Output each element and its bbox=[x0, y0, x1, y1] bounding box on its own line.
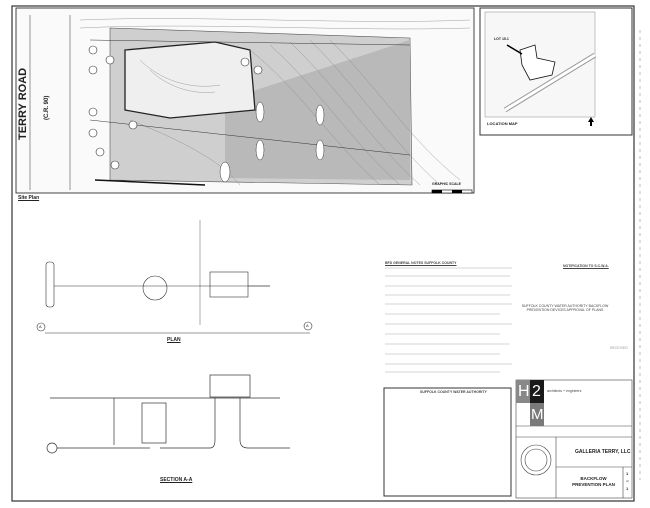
title-block-lines bbox=[515, 379, 633, 499]
logo-h: H bbox=[518, 383, 530, 400]
received-stamp: RECEIVED bbox=[610, 346, 628, 350]
plan-title: PLAN bbox=[167, 337, 181, 343]
drawing-title: BACKFLOW PREVENTION PLAN bbox=[572, 476, 615, 487]
location-map-drawing bbox=[479, 7, 633, 136]
graphic-scale-label: GRAPHIC SCALE bbox=[432, 182, 461, 186]
section-title: SECTION A-A bbox=[160, 477, 193, 483]
road-route: (C.R. 90) bbox=[44, 95, 50, 120]
section-drawing bbox=[46, 374, 290, 454]
logo-2: 2 bbox=[532, 383, 541, 400]
logo-m: M bbox=[531, 406, 544, 423]
section-marker-right: A bbox=[306, 323, 309, 328]
graphic-scale-bar bbox=[431, 189, 473, 194]
site-plan-drawing bbox=[15, 7, 475, 194]
client-name: GALLERIA TERRY, LLC bbox=[575, 449, 631, 455]
authority-box-title: SUFFOLK COUNTY WATER AUTHORITY bbox=[420, 390, 487, 394]
plan-drawing bbox=[36, 220, 313, 334]
lot-label: LOT 15.1 bbox=[494, 37, 509, 41]
authority-box bbox=[383, 387, 512, 497]
sheet-total: 1 bbox=[626, 486, 629, 491]
road-name: TERRY ROAD bbox=[17, 67, 29, 140]
sheet-number: 1 bbox=[626, 471, 629, 476]
notes-linework bbox=[385, 267, 512, 373]
section-marker-left: A bbox=[39, 324, 42, 329]
firm-tagline: architects + engineers bbox=[547, 389, 582, 393]
site-plan-title: Site Plan bbox=[18, 195, 40, 201]
approval-title: SUFFOLK COUNTY WATER AUTHORITY BACKFLOW … bbox=[521, 304, 609, 312]
north-arrow-icon bbox=[588, 117, 594, 126]
location-map-title: LOCATION MAP bbox=[487, 121, 518, 126]
sheet-border bbox=[11, 5, 635, 502]
sheet-of: of bbox=[626, 479, 629, 483]
general-notes-title: BFD GENERAL NOTES SUFFOLK COUNTY bbox=[385, 261, 457, 265]
notification-title: NOTIFICATION TO S.C.W.A. bbox=[563, 264, 609, 268]
